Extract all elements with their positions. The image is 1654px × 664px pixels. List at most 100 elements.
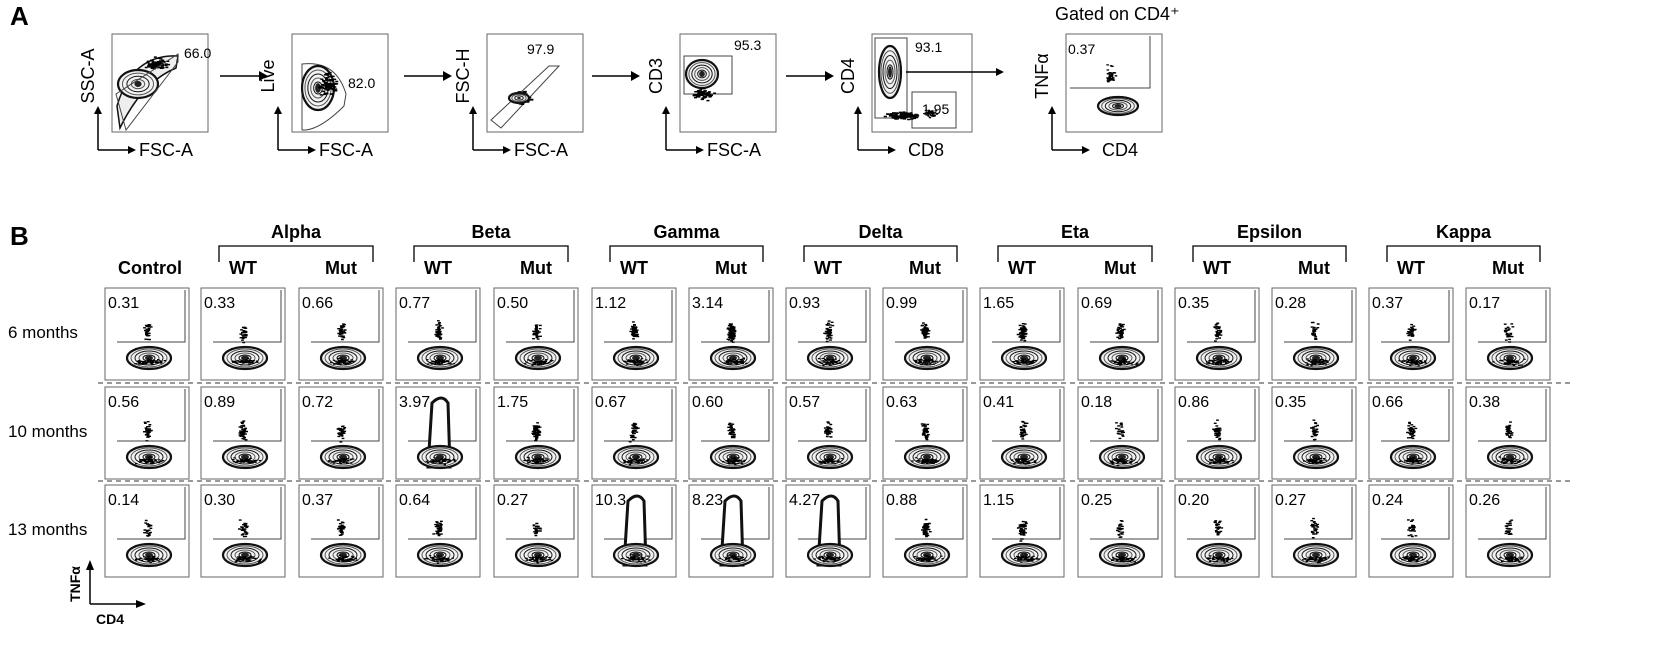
y-axis-label: CD3 <box>646 58 666 94</box>
contour-ring <box>908 545 946 565</box>
gate <box>408 487 477 540</box>
group-bracket <box>997 245 1153 262</box>
gating-arrowhead <box>631 71 640 81</box>
panel-a: ASSC-AFSC-A66.0LiveFSC-A82.0FSC-HFSC-A97… <box>10 1 1180 160</box>
event-dots <box>523 456 550 465</box>
contour-ring <box>226 545 264 565</box>
contour-ring <box>811 348 849 368</box>
contour-ring <box>1491 545 1529 565</box>
gate-value: 0.69 <box>1081 295 1112 312</box>
contour-ring <box>1107 449 1137 465</box>
gate <box>1284 290 1353 343</box>
gate <box>992 290 1061 343</box>
event-dots <box>817 357 842 366</box>
gate-value: 0.27 <box>497 492 528 509</box>
contour-core <box>517 96 521 100</box>
contour-ring <box>811 545 849 565</box>
flow-plot: 0.67 <box>591 386 677 480</box>
contour-ring <box>425 547 455 563</box>
gate <box>506 487 575 540</box>
gate-value: 0.35 <box>1275 394 1306 411</box>
gate <box>213 389 282 442</box>
group-label: Gamma <box>653 222 720 242</box>
gate-value: 0.33 <box>204 295 235 312</box>
plot-frame <box>486 33 584 133</box>
gate-value: 95.3 <box>734 37 761 53</box>
wt-label: WT <box>1008 258 1036 278</box>
contour-ring <box>519 447 557 467</box>
contour-core <box>888 66 892 78</box>
contour-ring <box>324 545 362 565</box>
y-axis-label: TNFα <box>1032 53 1052 98</box>
flow-plot: 0.31 <box>104 287 190 381</box>
gate <box>895 487 964 540</box>
event-dots <box>336 519 346 536</box>
contour-ring <box>1204 547 1234 563</box>
mut-label: Mut <box>1104 258 1136 278</box>
gate <box>701 389 770 442</box>
event-dots <box>1115 422 1125 440</box>
mut-label: Mut <box>325 258 357 278</box>
gate <box>1070 36 1151 89</box>
event-dots <box>531 422 542 442</box>
event-dots <box>721 457 746 466</box>
contour-ring <box>1398 547 1428 563</box>
event-dots <box>1213 322 1223 342</box>
event-dots <box>231 358 259 366</box>
event-dots <box>620 554 651 563</box>
x-arrowhead <box>888 146 896 154</box>
x-arrowhead <box>308 146 316 154</box>
flow-plot: 0.14 <box>104 484 190 578</box>
contour-ring <box>421 447 459 467</box>
group-label: Epsilon <box>1237 222 1302 242</box>
contour-ring <box>819 451 841 463</box>
event-dots <box>1399 555 1429 563</box>
flow-plot: 0.37 <box>1368 287 1454 381</box>
control-header: Control <box>118 258 182 278</box>
gate-value: 0.38 <box>1469 394 1500 411</box>
gate <box>1478 389 1547 442</box>
event-dots <box>143 421 153 442</box>
contour-ring <box>1297 545 1335 565</box>
legend-axes <box>89 568 140 605</box>
event-dots <box>134 555 164 564</box>
event-dots <box>425 457 457 466</box>
flow-plot: 0.35 <box>1174 287 1260 381</box>
y-axis-label: SSC-A <box>78 48 98 103</box>
flow-plot: 0.28 <box>1271 287 1357 381</box>
contour-ring <box>718 350 748 366</box>
contour-core <box>145 552 153 558</box>
event-dots <box>1302 556 1330 564</box>
event-dots <box>1208 457 1235 464</box>
flow-plot: 0.93 <box>785 287 871 381</box>
gate <box>604 389 673 442</box>
contour-ring <box>421 545 459 565</box>
contour-ring <box>328 449 358 465</box>
gate-value: 0.28 <box>1275 295 1306 312</box>
event-dots <box>1206 555 1234 564</box>
flow-plot: 0.17 <box>1465 287 1551 381</box>
contour-ring <box>714 545 752 565</box>
gate-value: 66.0 <box>184 45 211 61</box>
event-dots <box>623 358 649 366</box>
flow-plot: 1.12 <box>591 287 677 381</box>
gate <box>506 389 575 442</box>
flow-plot: 0.37 <box>298 484 384 578</box>
contour-ring <box>514 95 524 101</box>
event-dots <box>532 522 542 537</box>
mut-label: Mut <box>520 258 552 278</box>
wt-label: WT <box>1397 258 1425 278</box>
gate-value: 0.25 <box>1081 492 1112 509</box>
contour-ring <box>811 447 849 467</box>
gate <box>701 290 770 343</box>
flow-plot: 0.26 <box>1465 484 1551 578</box>
event-dots <box>911 457 940 465</box>
panel-a-letter: A <box>10 1 29 31</box>
flow-plot: 0.69 <box>1077 287 1163 381</box>
gate <box>1381 290 1450 343</box>
contour-core <box>339 552 347 558</box>
contour-ring <box>714 348 752 368</box>
